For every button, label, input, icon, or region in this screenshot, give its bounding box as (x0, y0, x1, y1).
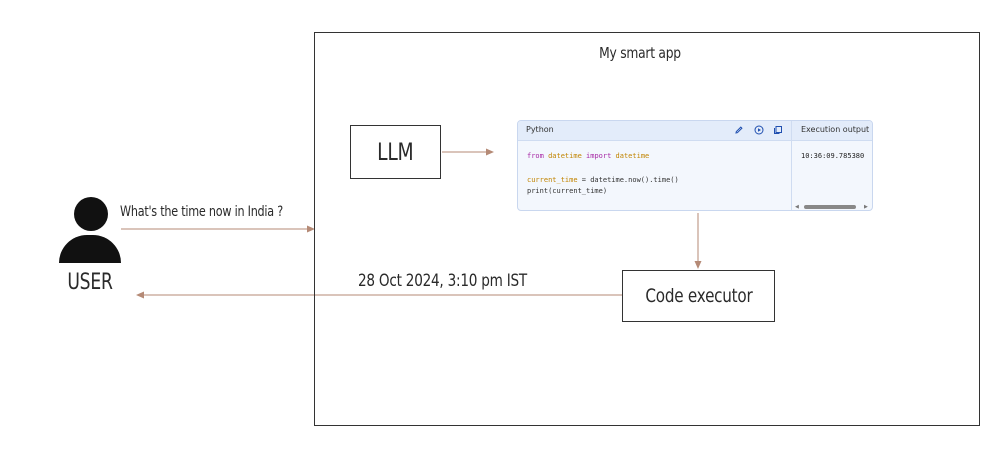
keyword-from: from (527, 152, 544, 160)
variable-current-time: current_time (527, 176, 578, 184)
execution-output-value: 10:36:09.785380 (801, 152, 865, 160)
scroll-left-icon[interactable]: ◀ (795, 204, 799, 210)
class-datetime: datetime (615, 152, 650, 160)
execution-output-label: Execution output (801, 125, 870, 134)
copy-icon[interactable] (772, 124, 784, 136)
code-line-3: print(current_time) (527, 187, 608, 195)
panel-divider (791, 121, 792, 210)
answer-arrow-head (136, 291, 144, 299)
app-title: My smart app (599, 44, 681, 62)
code-line-1: from datetime import datetime (527, 152, 649, 160)
edit-icon[interactable] (733, 124, 745, 136)
code-panel: Python Execution output from datetime im… (517, 120, 873, 211)
llm-label: LLM (377, 138, 414, 166)
code-panel-header: Python Execution output (518, 121, 872, 141)
code-to-executor-arrow-head (694, 261, 702, 269)
question-text: What's the time now in India ? (120, 204, 283, 220)
question-arrow-head (307, 225, 315, 233)
language-label: Python (526, 125, 554, 134)
scroll-right-icon[interactable]: ▶ (864, 204, 868, 210)
app-frame (314, 32, 980, 426)
code-executor-label: Code executor (644, 285, 753, 307)
assignment-expression: = datetime.now().time() (577, 176, 679, 184)
user-icon (74, 197, 108, 231)
answer-text: 28 Oct 2024, 3:10 pm IST (358, 271, 527, 291)
llm-node: LLM (350, 125, 441, 179)
run-icon[interactable] (753, 124, 765, 136)
code-executor-node: Code executor (622, 270, 775, 322)
module-datetime: datetime (548, 152, 582, 160)
user-label: USER (67, 270, 113, 295)
keyword-import: import (586, 152, 612, 160)
code-line-2: current_time = datetime.now().time() (527, 176, 679, 184)
llm-to-code-arrow-head (486, 148, 494, 156)
horizontal-scrollbar[interactable] (804, 205, 856, 209)
